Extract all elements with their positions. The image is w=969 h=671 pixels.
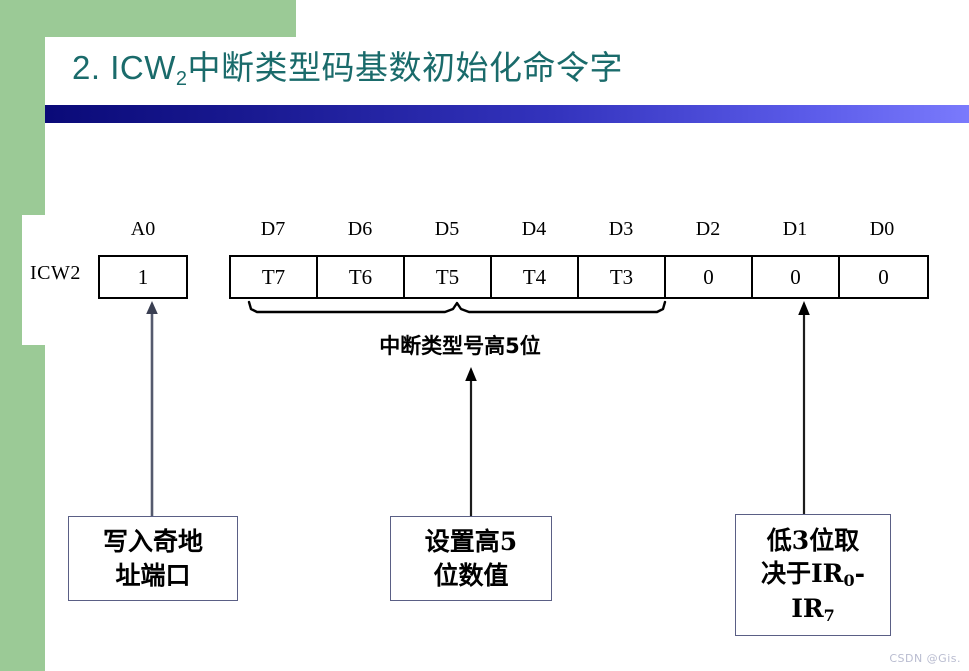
bit-name-d3: D3 [608,218,634,240]
register-cell-d7: T7 [231,257,318,297]
register-cell-d6: T6 [318,257,405,297]
register-bitfield-row: T7 T6 T5 T4 T3 0 0 0 [229,255,929,299]
bitfield-brace-caption: 中断类型号高5位 [379,334,541,358]
callout-line-2-subscript: 0 [843,571,855,591]
callout-line-2-text: 决于IR [760,559,844,589]
bit-name-d5: D5 [434,218,460,240]
register-cell-d3: T3 [579,257,666,297]
callout-line-2: 决于IR0- [761,557,865,592]
callout-line-2: 址端口 [115,560,191,590]
callout-low-3-bits-depend-on-ir: 低3位取 决于IR0- IR7 [735,514,891,636]
callout-line-1: 设置高5 [424,526,518,556]
arrow-up-to-a0-icon [146,301,158,518]
arrow-up-to-bitfield-icon [465,367,477,518]
title-accent-gradient-bar [45,105,969,123]
bit-name-d0: D0 [869,218,895,240]
bit-name-d7: D7 [260,218,286,240]
register-cell-d5: T5 [405,257,492,297]
callout-set-high-5-bits: 设置高5 位数值 [390,516,552,601]
top-green-accent-block [0,0,296,37]
bit-name-d2: D2 [695,218,721,240]
callout-line-3-text: IR [791,593,824,623]
register-cell-d1: 0 [753,257,840,297]
title-subscript: 2 [175,68,188,90]
bit-name-d6: D6 [347,218,373,240]
register-cell-d4: T4 [492,257,579,297]
callout-line-3: IR7 [791,592,835,627]
callout-line-2-dash: - [854,559,865,589]
bitfield-brace-icon [247,300,667,314]
register-name-label: ICW2 [30,262,81,284]
callout-line-3-subscript: 7 [823,605,835,625]
register-cell-a0: 1 [98,255,188,299]
bit-name-d1: D1 [782,218,808,240]
callout-line-1: 低3位取 [766,525,860,555]
callout-write-odd-address-port: 写入奇地 址端口 [68,516,238,601]
watermark: CSDN @Gis. [889,652,961,665]
callout-line-1: 写入奇地 [102,526,203,556]
register-cell-d2: 0 [666,257,753,297]
title-prefix: 2. ICW [72,49,176,86]
register-cell-d0: 0 [878,264,889,289]
title-panel [45,37,969,105]
arrow-up-to-low3bits-icon [798,301,810,518]
bit-name-d4: D4 [521,218,547,240]
callout-line-2: 位数值 [433,560,509,590]
page-title: 2. ICW2中断类型码基数初始化命令字 [72,41,623,91]
title-rest: 中断类型码基数初始化命令字 [187,49,623,86]
bit-name-a0: A0 [130,218,156,240]
